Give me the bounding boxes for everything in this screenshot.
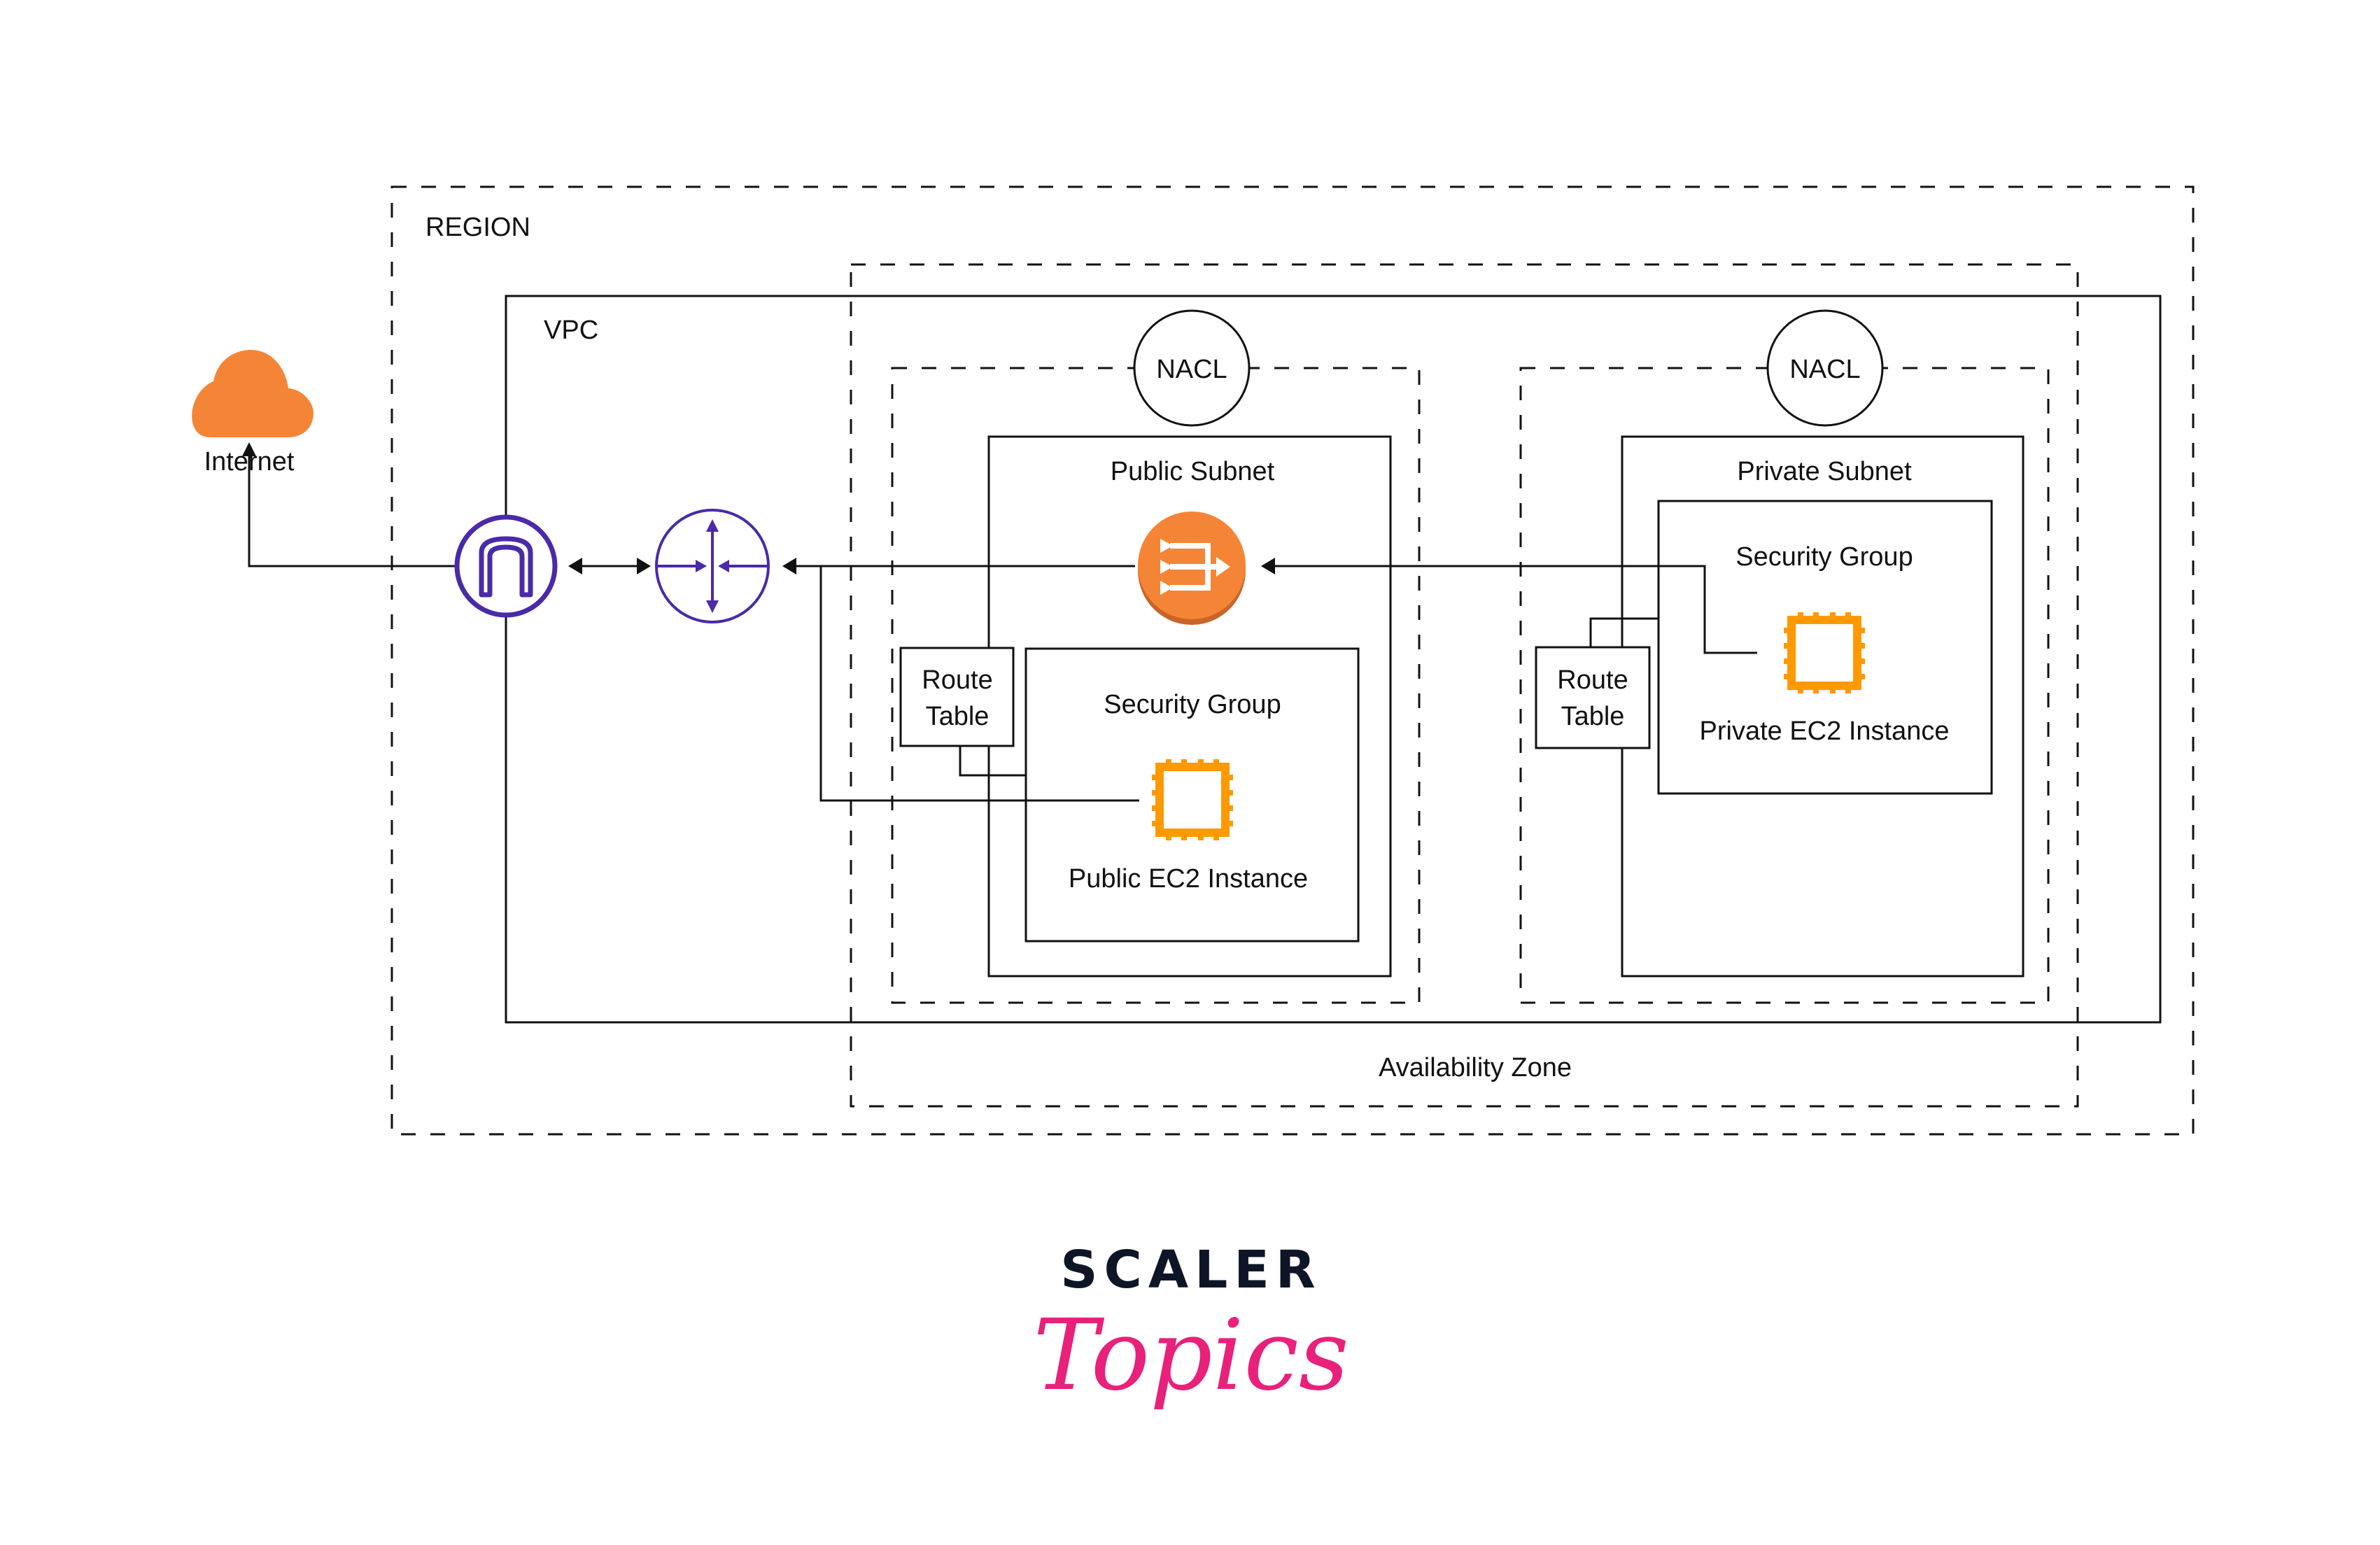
- public-ec2-label: Public EC2 Instance: [1069, 864, 1308, 894]
- private-subnet-box: [1621, 435, 2025, 978]
- private-nacl-circle: [1766, 309, 1884, 427]
- igw-side-arrowhead: [568, 558, 582, 574]
- nat-input-arrowhead: [1261, 558, 1275, 574]
- public-nacl-boundary: [891, 367, 1421, 1004]
- public-route-table-box: [899, 647, 1015, 747]
- public-security-group-box: [1024, 647, 1360, 943]
- internet-arrowhead: [242, 442, 256, 456]
- public-nacl-circle: [1133, 309, 1251, 427]
- internet-gateway-icon: [454, 514, 558, 618]
- router-input-arrowhead: [782, 558, 796, 574]
- public-subnet-label: Public Subnet: [1111, 457, 1275, 486]
- logo-brand: SCALER: [1060, 1240, 1322, 1300]
- igw-to-internet-line: [248, 455, 456, 567]
- public-security-group-label: Security Group: [1104, 690, 1281, 719]
- nat-arrows: [1160, 539, 1230, 595]
- region-label: REGION: [425, 213, 530, 242]
- region-boundary: [390, 185, 2195, 1136]
- public-nacl-label: NACL: [1156, 355, 1227, 384]
- ec2-chip-icon: [1784, 612, 1865, 693]
- internet-gateway: [454, 514, 558, 618]
- vpc-boundary: [505, 295, 2162, 1024]
- private-subnet-label: Private Subnet: [1737, 457, 1912, 486]
- public-ec2-instance: [1152, 759, 1233, 840]
- gateway-arch: [479, 536, 533, 598]
- router-arrow-right: [696, 560, 707, 572]
- public-nacl: NACL: [1133, 309, 1251, 427]
- public-route-table-to-sg-line: [959, 746, 1026, 777]
- public-ec2-to-router-line: [819, 566, 1139, 802]
- nat-gateway: [1138, 512, 1246, 625]
- private-ec2-instance: [1784, 612, 1865, 693]
- scaler-topics-logo: SCALER Topics: [1033, 1240, 1349, 1413]
- ec2-chip-icon: [1152, 759, 1233, 840]
- private-route-table-label-line1: Route: [1557, 665, 1628, 695]
- router-arrow-up: [706, 519, 719, 532]
- private-nacl-boundary: [1519, 367, 2050, 1004]
- router-arrow-down: [706, 600, 719, 613]
- private-security-group-label: Security Group: [1735, 542, 1913, 572]
- router-side-arrowhead: [637, 558, 651, 574]
- private-nacl: NACL: [1766, 309, 1884, 427]
- availability-zone-label: Availability Zone: [1379, 1053, 1572, 1082]
- private-nacl-label: NACL: [1789, 355, 1860, 384]
- logo-product: Topics: [1033, 1299, 1349, 1413]
- router-arrow-left: [718, 560, 729, 572]
- private-route-table-to-sg-line: [1589, 617, 1659, 647]
- private-route-table-box: [1535, 646, 1651, 749]
- private-route-table-label-line2: Table: [1561, 702, 1625, 731]
- private-security-group-box: [1657, 500, 1993, 795]
- private-ec2-to-nat-line: [1274, 565, 1757, 654]
- internet-label: Internet: [204, 447, 295, 477]
- private-ec2-label: Private EC2 Instance: [1700, 717, 1950, 746]
- vpc-label: VPC: [544, 316, 598, 345]
- public-route-table-label-line2: Table: [926, 702, 990, 731]
- public-route-table-label-line1: Route: [922, 665, 992, 695]
- router: [655, 509, 770, 623]
- internet-node: Internet: [192, 350, 314, 477]
- availability-zone-boundary: [850, 263, 2079, 1108]
- cloud-icon: [192, 350, 314, 437]
